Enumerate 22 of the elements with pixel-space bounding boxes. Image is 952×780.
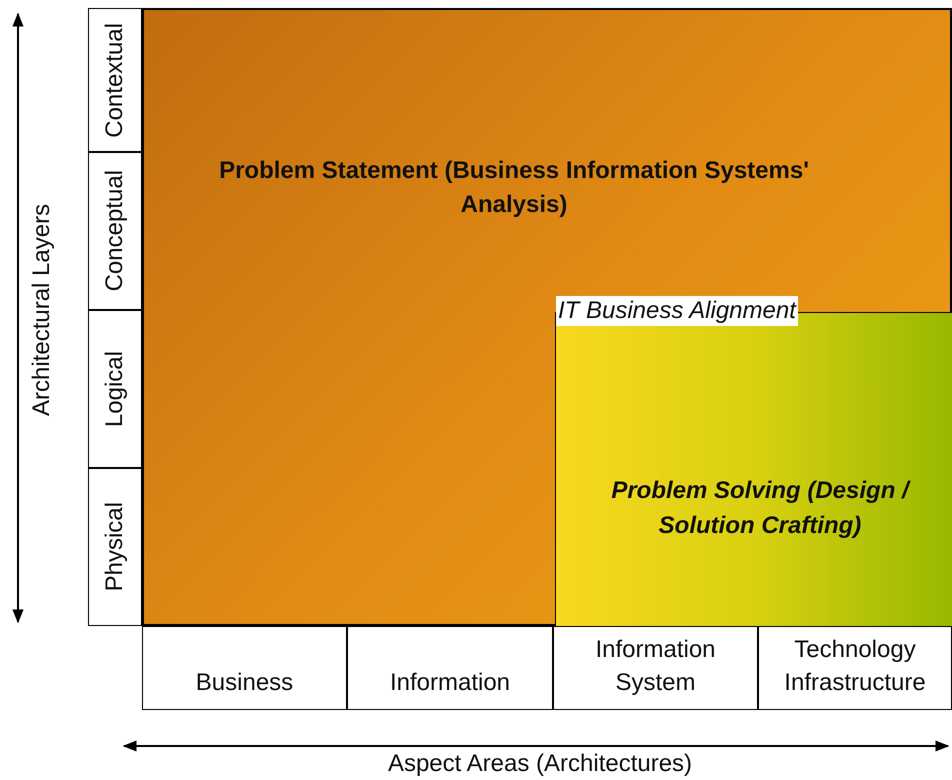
layer-label: Conceptual [101, 170, 129, 292]
layer-label: Logical [101, 350, 129, 428]
area-heading: IT Business Alignment [556, 296, 798, 326]
problem-area [142, 8, 952, 626]
aspect-label: Information [390, 668, 510, 698]
aspect-label: Information System [594, 635, 717, 698]
row-header [88, 468, 142, 626]
row-header [88, 310, 142, 468]
axis-label: Architectural Layers [28, 202, 56, 418]
column-header [553, 626, 758, 710]
column-header [142, 626, 347, 710]
aspect-label: Business [196, 668, 294, 698]
row-header [88, 8, 142, 152]
area-title: Problem Solving (Design / Solution Crafting) [610, 476, 912, 541]
row-header [88, 152, 142, 310]
layer-label: Contextual [101, 22, 129, 138]
column-header [758, 626, 952, 710]
column-header [347, 626, 553, 710]
axis-label: Aspect Areas (Architectures) [386, 750, 694, 778]
aspect-label: Technology Infrastructure [783, 635, 927, 698]
layer-label: Physical [101, 502, 129, 592]
area-title: Problem Statement (Business Information Systems' Analysis) [218, 156, 810, 220]
